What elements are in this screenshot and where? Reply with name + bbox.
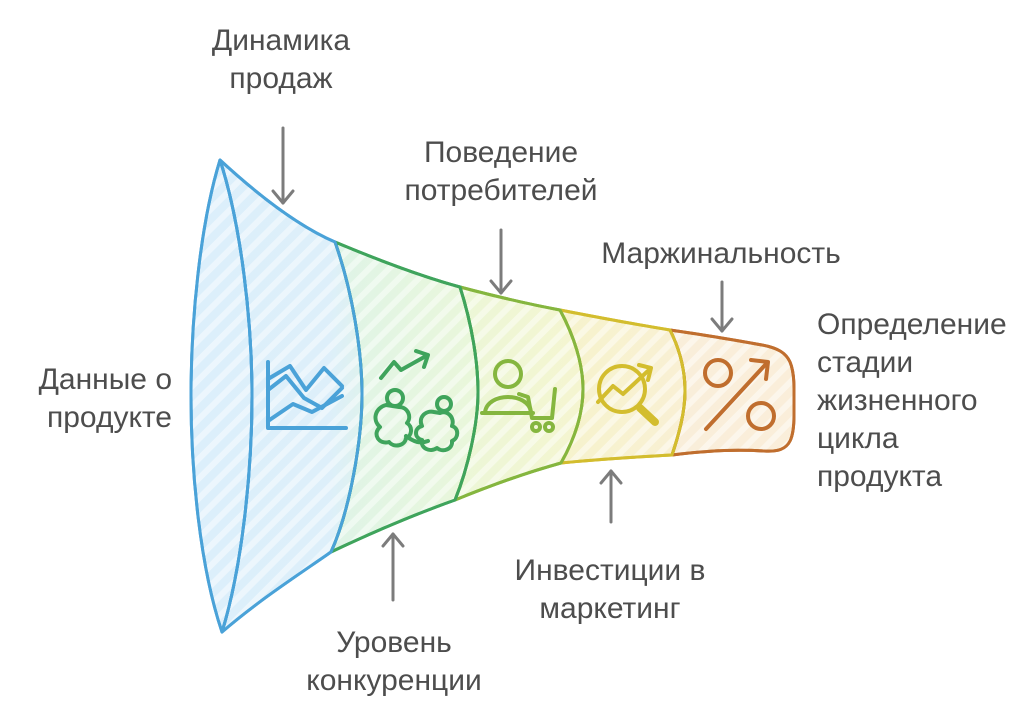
label-sales-dynamics: Динамика продаж xyxy=(211,24,351,95)
annotation-arrows xyxy=(271,126,734,602)
label-marketing-investment: Инвестиции в маркетинг xyxy=(514,554,706,625)
arrow-sales-dynamics xyxy=(271,126,295,205)
label-consumer-behavior: Поведение потребителей xyxy=(404,136,598,207)
arrow-competition-level xyxy=(381,532,405,602)
arrow-consumer-behavior xyxy=(489,228,513,295)
competition-icon xyxy=(373,349,460,453)
shopper-cart-icon xyxy=(480,359,557,433)
segment-icons xyxy=(266,349,776,453)
label-product-data: Данные о продукте xyxy=(38,363,172,434)
label-competition-level: Уровень конкуренции xyxy=(306,626,482,697)
magnifier-trend-icon xyxy=(596,363,659,426)
line-chart-icon xyxy=(266,360,348,430)
arrow-marketing-investment xyxy=(599,469,623,524)
label-lifecycle-stage: Определение стадии жизненного цикла прод… xyxy=(817,308,1007,493)
label-marginality: Маржинальность xyxy=(601,237,841,270)
percent-arrow-icon xyxy=(703,358,776,431)
arrow-marginality xyxy=(710,280,734,333)
